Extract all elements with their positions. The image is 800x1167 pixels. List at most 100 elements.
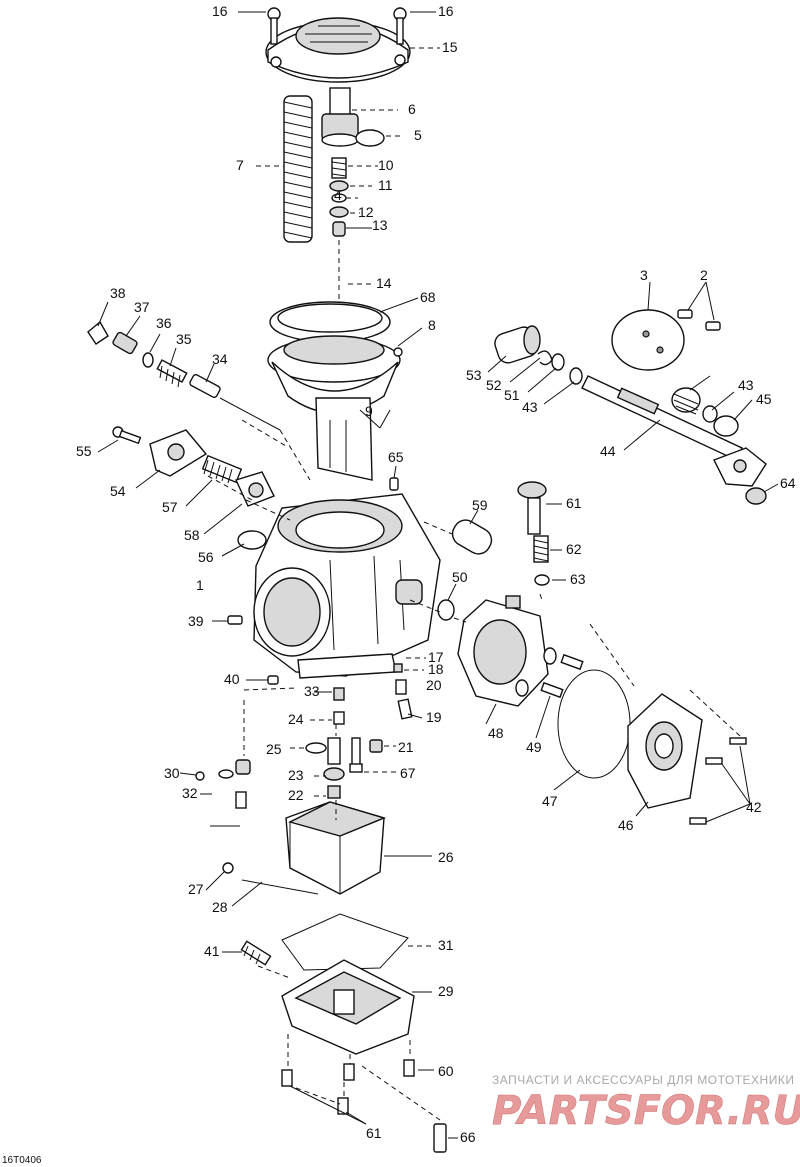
clip-53 [537,350,553,366]
screw-37 [112,331,138,355]
gasket-31 [281,913,409,971]
drawing-code: 16T0406 [2,1155,42,1166]
washer-52 [551,353,565,371]
callout-7: 7 [236,157,244,173]
jet-stack-left [195,759,251,809]
spring-58 [201,454,243,484]
spring-49 [671,387,701,415]
pump-cover-46 [627,693,703,809]
plate-screws-2 [677,309,721,331]
callout-56: 56 [198,549,214,565]
callout-34: 34 [212,351,228,367]
bowl-screws-61 [281,1059,415,1115]
adjust-screw-62 [517,481,547,535]
callout-23: 23 [288,767,304,783]
pump-housing-48 [457,595,549,707]
callout-10: 10 [378,157,394,173]
washer-43b [702,405,718,423]
callout-6: 6 [408,101,416,117]
leader-lines [97,11,779,1139]
cap-65 [745,487,767,505]
spring-35 [156,359,188,388]
callout-12: 12 [358,204,374,220]
callout-14: 14 [376,275,392,291]
plunger-59 [235,471,275,507]
throttle-plate-3 [611,309,685,371]
callout-18: 18 [428,661,444,677]
callout-39: 39 [188,613,204,629]
callout-26: 26 [438,849,454,865]
needle-jet-68 [349,737,363,773]
callout-41: 41 [204,943,220,959]
callout-59: 59 [472,497,488,513]
callout-15: 15 [442,39,458,55]
callout-49: 49 [526,739,542,755]
callout-38: 38 [110,285,126,301]
callout-2: 2 [700,267,708,283]
callout-42: 42 [746,799,762,815]
callout-68: 68 [420,289,436,305]
callout-13: 13 [372,217,388,233]
screw-50b [540,681,564,699]
float-26 [285,801,387,895]
bushing-54 [494,325,541,364]
top-cover-screw-right [393,7,407,45]
callout-50: 50 [452,569,468,585]
callout-4: 4 [334,187,342,203]
callout-48: 48 [488,725,504,741]
screw-40 [267,675,279,685]
slide-guide-6 [321,87,359,147]
gasket-47 [557,669,631,779]
float-bowl-29 [281,959,415,1055]
callout-46: 46 [618,817,634,833]
alignment-lines [207,419,741,1121]
pilot-34 [189,374,281,431]
top-cover [265,17,411,83]
callout-65: 65 [388,449,404,465]
callout-27: 27 [188,881,204,897]
cap-57 [237,530,267,550]
callout-43: 43 [522,399,538,415]
callout-54: 54 [110,483,126,499]
callout-16: 16 [212,3,228,19]
spring-7 [283,95,313,243]
cover-screws-42 [689,737,747,825]
jet-stack-center [305,687,345,799]
washer-64 [534,574,550,586]
callout-35: 35 [176,331,192,347]
bushing-45 [713,415,739,437]
o-ring-36 [142,352,154,368]
callout-22: 22 [288,787,304,803]
callout-25: 25 [266,741,282,757]
callout-66: 66 [460,1129,476,1145]
diaphragm-8 [267,301,403,414]
callout-9: 9 [365,403,373,419]
callout-28: 28 [212,899,228,915]
callout-5: 5 [414,127,422,143]
callout-45: 45 [756,391,772,407]
callout-19: 19 [426,709,442,725]
callout-33: 33 [304,683,320,699]
jet-17-19 [393,663,413,720]
callout-8: 8 [428,317,436,333]
callout-69: 69 [0,0,16,3]
drain-67 [433,1123,447,1153]
callout-58: 58 [184,527,200,543]
callout-20: 20 [426,677,442,693]
callout-51: 51 [504,387,520,403]
screw-66 [389,477,399,491]
tube-60 [451,519,493,555]
screw-50 [560,653,584,671]
callout-36: 36 [156,315,172,331]
callout-53: 53 [466,367,482,383]
callout-61: 61 [566,495,582,511]
callout-62: 62 [566,541,582,557]
callout-29: 29 [438,983,454,999]
ring-50b [515,679,529,697]
callout-16: 16 [438,3,454,19]
callout-60: 60 [438,1063,454,1079]
top-cover-screw-left [267,7,281,45]
float-pin-28 [222,862,319,895]
